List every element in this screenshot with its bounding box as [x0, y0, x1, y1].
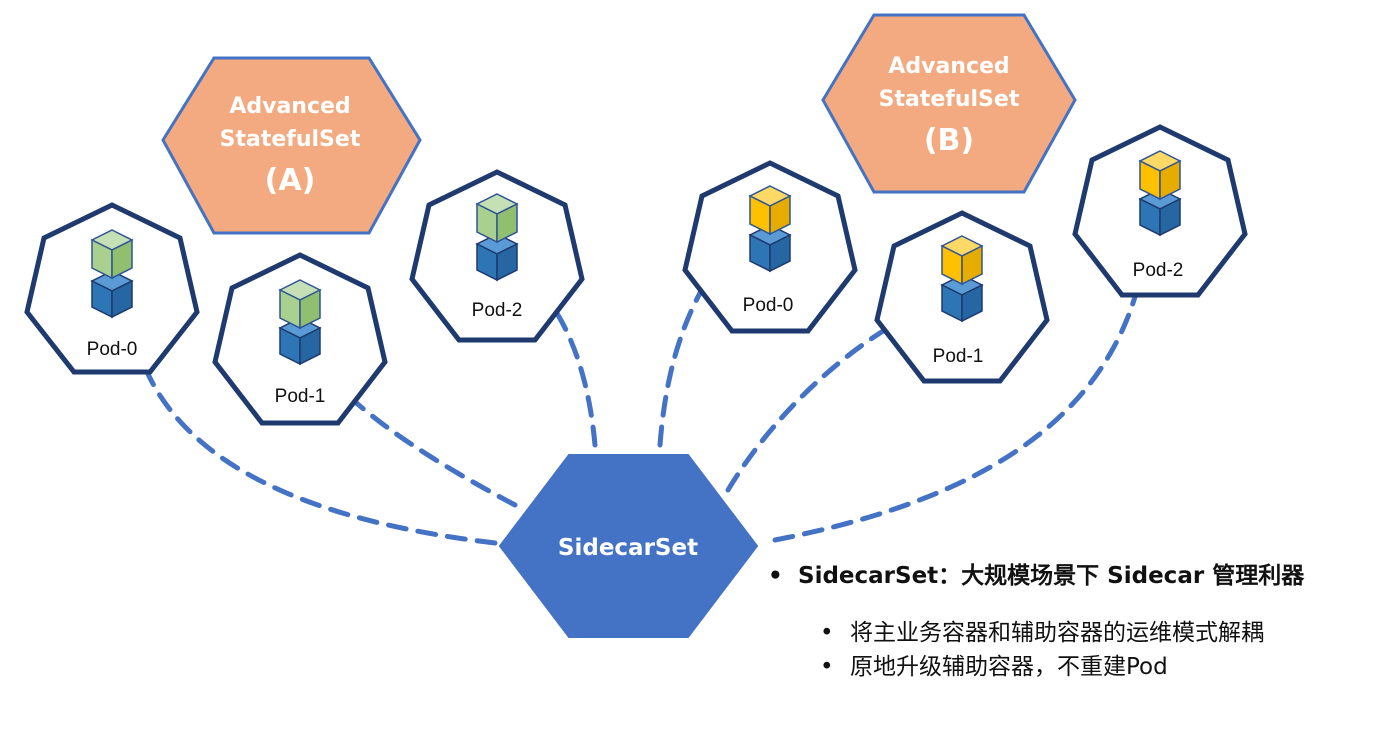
asts-b-line2: StatefulSet [879, 87, 1020, 112]
asts-b-line1: Advanced [888, 54, 1009, 79]
sidecarset-hexagon: SidecarSet [498, 454, 759, 638]
asts-b-line3: (B) [924, 123, 974, 158]
pod-a-1-label: Pod-1 [275, 386, 326, 407]
asts-a-line2: StatefulSet [220, 127, 361, 152]
note-main-text: SidecarSet：大规模场景下 Sidecar 管理利器 [798, 563, 1305, 589]
sidecarset-label: SidecarSet [558, 535, 698, 561]
arrow-to-b-pod-1 [725, 305, 929, 493]
notes-panel: • SidecarSet：大规模场景下 Sidecar 管理利器 • 将主业务容… [768, 556, 1368, 684]
note-sub-text: 将主业务容器和辅助容器的运维模式解耦 [850, 620, 1264, 646]
pod-b-0-label: Pod-0 [743, 295, 794, 316]
pod-b-1: Pod-1 [874, 210, 1050, 384]
pod-a-0: Pod-0 [24, 202, 200, 375]
note-sub-item: • 原地升级辅助容器，不重建Pod [820, 650, 1368, 684]
note-sub-text: 原地升级辅助容器，不重建Pod [850, 654, 1168, 680]
pod-b-2-label: Pod-2 [1133, 260, 1184, 281]
arrow-to-b-pod-2 [772, 260, 1150, 543]
pod-a-2: Pod-2 [409, 169, 585, 343]
pod-b-1-label: Pod-1 [933, 346, 984, 367]
pod-a-0-label: Pod-0 [87, 339, 138, 360]
asts-a-line1: Advanced [229, 94, 350, 119]
bullet: • [820, 654, 834, 680]
bullet: • [768, 563, 783, 589]
note-main: • SidecarSet：大规模场景下 Sidecar 管理利器 [768, 556, 1368, 590]
note-sub-item: • 将主业务容器和辅助容器的运维模式解耦 [820, 616, 1368, 650]
asts-a-hexagon: Advanced StatefulSet (A) [161, 56, 422, 235]
pod-b-2: Pod-2 [1072, 124, 1248, 298]
asts-b-hexagon: Advanced StatefulSet (B) [821, 13, 1077, 194]
arrow-to-a-pod-1 [323, 370, 518, 508]
asts-a-line3: (A) [265, 163, 316, 198]
pod-a-2-label: Pod-2 [472, 300, 523, 321]
pod-b-0: Pod-0 [682, 160, 858, 334]
note-sub-list: • 将主业务容器和辅助容器的运维模式解耦 • 原地升级辅助容器，不重建Pod [768, 616, 1368, 684]
arrow-to-a-pod-0 [136, 350, 498, 546]
bullet: • [820, 620, 834, 646]
pod-a-1: Pod-1 [212, 252, 388, 426]
